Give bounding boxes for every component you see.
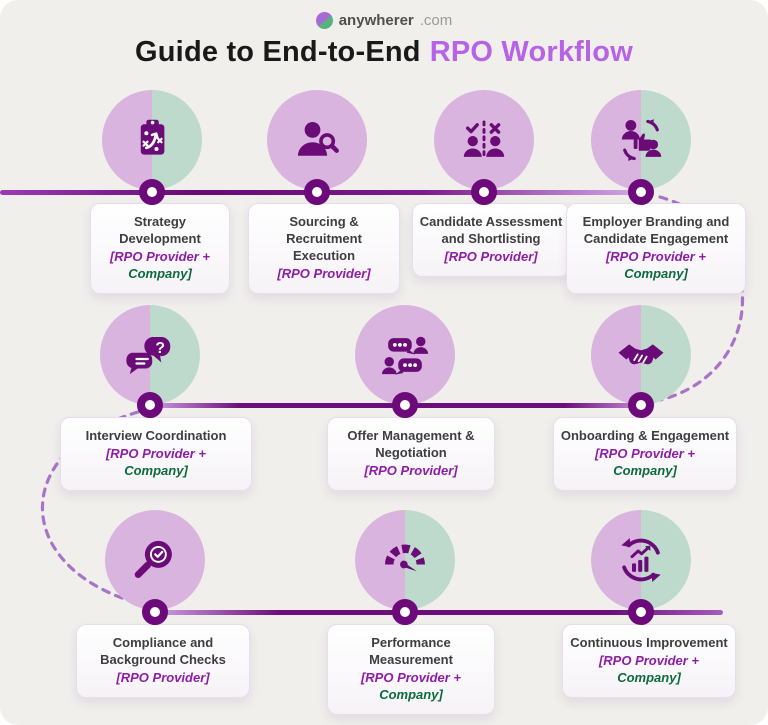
timeline-node [142, 599, 168, 625]
step-title: Candidate Assessment and Shortlisting [419, 214, 563, 246]
step-icon-circle [591, 90, 691, 190]
step-card: Sourcing & Recruitment Execution [RPO Pr… [248, 203, 400, 294]
step-title: Employer Branding and Candidate Engageme… [582, 214, 730, 246]
magnifier-check-icon [134, 540, 172, 578]
step-card: Performance Measurement [RPO Provider + … [327, 624, 495, 715]
step-title: Sourcing & Recruitment Execution [286, 214, 362, 263]
step-icon-circle [355, 510, 455, 610]
people-thumbs-up-icon [621, 119, 662, 161]
gauge-icon [385, 544, 425, 572]
step-title: Offer Management & Negotiation [347, 428, 475, 460]
page-title-highlight: RPO Workflow [429, 36, 633, 68]
timeline-node [628, 179, 654, 205]
step-title: Performance Measurement [369, 635, 453, 667]
step-role-company: Company] [379, 686, 443, 702]
step-icon-circle [591, 305, 691, 405]
brand-header: anywherer .com [0, 12, 768, 29]
step-role-company: Company] [617, 669, 681, 685]
timeline-node [628, 599, 654, 625]
page-title-prefix: Guide to End-to-End [135, 36, 421, 68]
step-title: Strategy Development [119, 214, 201, 246]
step-icon-circle [267, 90, 367, 190]
strategy-clipboard-icon [140, 119, 165, 155]
step-role-provider: [RPO Provider + [360, 669, 462, 685]
step-role-provider: [RPO Provider + [594, 445, 696, 461]
step-icon-circle [105, 510, 205, 610]
step-card: Continuous Improvement [RPO Provider + C… [562, 624, 736, 698]
timeline-node [628, 392, 654, 418]
chat-question-icon: ? [126, 337, 171, 375]
step-card: Employer Branding and Candidate Engageme… [566, 203, 746, 294]
step-role-provider: [RPO Provider] [116, 669, 210, 685]
step-role-provider: [RPO Provider] [444, 248, 538, 264]
timeline-node [471, 179, 497, 205]
svg-text:?: ? [155, 340, 165, 357]
timeline-node [304, 179, 330, 205]
step-card: Candidate Assessment and Shortlisting [R… [412, 203, 570, 277]
step-icon-circle [434, 90, 534, 190]
step-card: Offer Management & Negotiation [RPO Prov… [327, 417, 495, 491]
step-role-provider: [RPO Provider] [364, 462, 458, 478]
brand-suffix: .com [419, 12, 453, 29]
step-title: Compliance and Background Checks [100, 635, 226, 667]
chart-refresh-icon [621, 538, 661, 582]
step-role-company: Company] [124, 462, 188, 478]
timeline-node [137, 392, 163, 418]
step-role-company: Company] [613, 462, 677, 478]
step-icon-circle [102, 90, 202, 190]
candidate-check-x-icon [463, 120, 505, 159]
brand-name: anywherer [338, 12, 414, 29]
anywherer-logo-icon [315, 12, 333, 29]
step-role-provider: [RPO Provider] [277, 265, 371, 281]
step-card: Compliance and Background Checks [RPO Pr… [76, 624, 250, 698]
step-role-provider: [RPO Provider + [598, 652, 700, 668]
person-search-icon [297, 122, 339, 156]
handshake-icon [618, 344, 664, 365]
step-card: Interview Coordination [RPO Provider + C… [60, 417, 252, 491]
step-card: Strategy Development [RPO Provider + Com… [90, 203, 230, 294]
step-title: Onboarding & Engagement [560, 428, 730, 443]
step-role-company: Company] [128, 265, 192, 281]
step-title: Interview Coordination [85, 428, 227, 443]
timeline-node [139, 179, 165, 205]
step-role-provider: [RPO Provider + [105, 445, 207, 461]
step-icon-circle [355, 305, 455, 405]
timeline-node [392, 599, 418, 625]
step-icon-circle: ? [100, 305, 200, 405]
step-card: Onboarding & Engagement [RPO Provider + … [553, 417, 737, 491]
step-role-company: Company] [624, 265, 688, 281]
step-icon-circle [591, 510, 691, 610]
timeline-node [392, 392, 418, 418]
step-role-provider: [RPO Provider + [109, 248, 211, 264]
step-role-provider: [RPO Provider + [605, 248, 707, 264]
negotiation-chat-icon [381, 336, 429, 375]
step-title: Continuous Improvement [570, 635, 728, 650]
timeline-line-row3 [155, 610, 723, 615]
